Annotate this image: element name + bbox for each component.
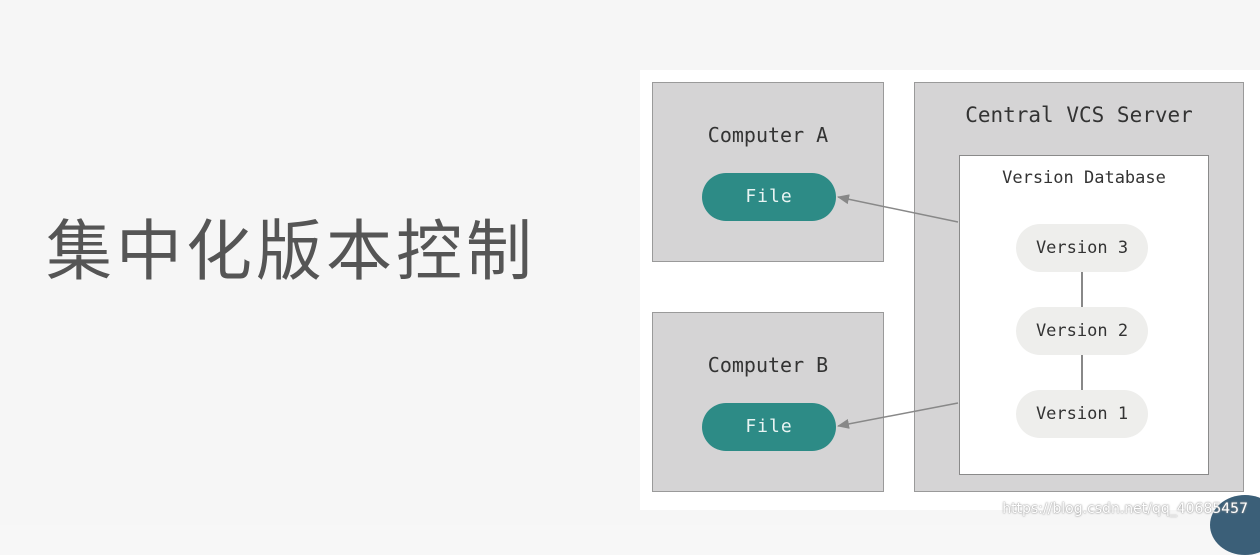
- watermark-url: https://blog.csdn.net/qq_40685457: [1002, 501, 1248, 517]
- computer-a-box: Computer A File: [652, 82, 884, 262]
- slide-title: 集中化版本控制: [46, 213, 536, 290]
- central-server-label: Central VCS Server: [965, 103, 1193, 127]
- version-3-node: Version 3: [1016, 224, 1148, 272]
- slide: 集中化版本控制 Computer A File Computer B File …: [46, 82, 1260, 555]
- version-2-node: Version 2: [1016, 307, 1148, 355]
- computer-b-label: Computer B: [707, 353, 829, 377]
- computer-b-box: Computer B File: [652, 312, 884, 492]
- version-database-box: Version Database Version 3 Version 2 Ver…: [959, 155, 1209, 475]
- computer-b-file: File: [702, 403, 836, 451]
- computer-a-label: Computer A: [707, 123, 829, 147]
- computer-a-file: File: [702, 173, 836, 221]
- central-server-box: Central VCS Server Version Database Vers…: [914, 82, 1244, 492]
- version-connector-3-2: [1081, 272, 1083, 308]
- version-connector-2-1: [1081, 355, 1083, 391]
- version-1-node: Version 1: [1016, 390, 1148, 438]
- version-database-label: Version Database: [1002, 168, 1166, 188]
